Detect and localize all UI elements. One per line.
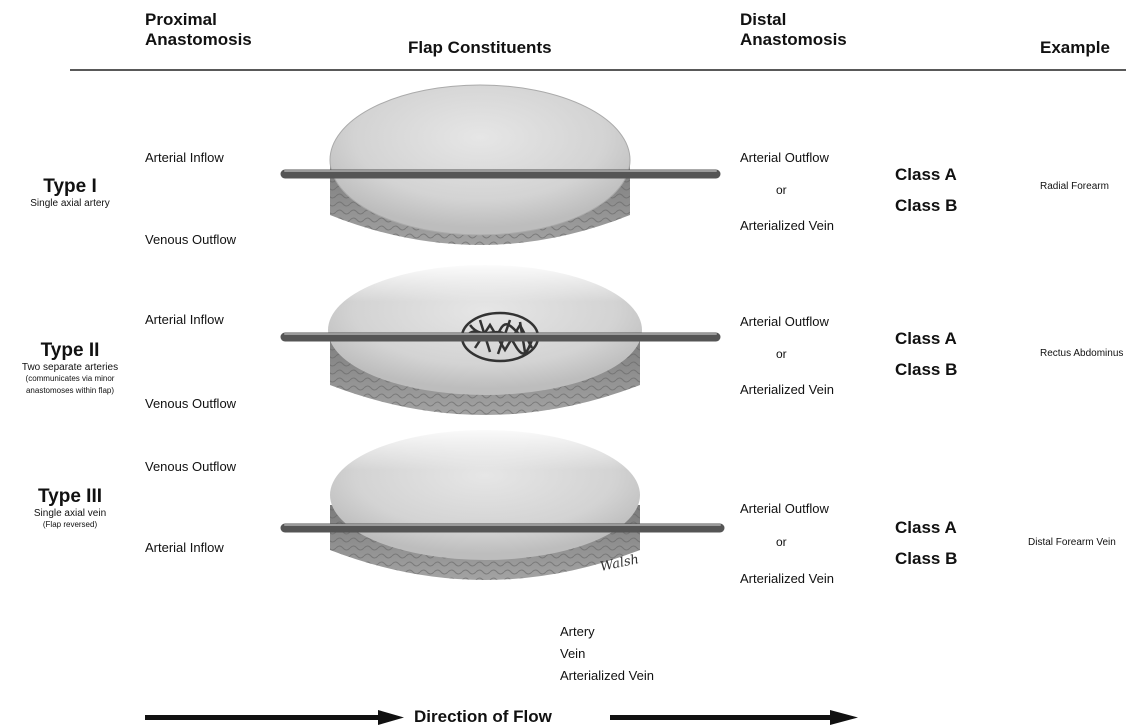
type-3-class-b: Class B — [895, 549, 957, 569]
type-2-example: Rectus Abdominus — [1040, 348, 1123, 359]
header-example: Example — [1040, 38, 1110, 58]
vessels — [148, 171, 852, 676]
type-2-distal-top: Arterial Outflow — [740, 314, 829, 329]
type-subtitle-note-2: anastomoses within flap) — [0, 385, 140, 397]
flap-type-3 — [320, 425, 660, 580]
type-2-label: Type II Two separate arteries (communica… — [0, 340, 140, 397]
type-subtitle: Single axial vein — [0, 508, 140, 519]
type-1-top-left-label: Arterial Inflow — [145, 150, 224, 165]
type-subtitle-note-1: (Flap reversed) — [0, 519, 140, 531]
type-2-class-b: Class B — [895, 360, 957, 380]
type-3-bottom-left-label: Arterial Inflow — [145, 540, 224, 555]
type-1-bottom-left-label: Venous Outflow — [145, 232, 236, 247]
type-3-distal-bottom: Arterialized Vein — [740, 571, 834, 586]
type-3-top-left-label: Venous Outflow — [145, 459, 236, 474]
header-distal: Distal Anastomosis — [740, 10, 847, 50]
type-2-class-a: Class A — [895, 329, 957, 349]
type-1-distal-top: Arterial Outflow — [740, 150, 829, 165]
header-flap-constituents: Flap Constituents — [408, 38, 552, 58]
type-3-label: Type III Single axial vein (Flap reverse… — [0, 486, 140, 531]
type-title: Type I — [0, 176, 140, 198]
type-subtitle: Two separate arteries — [0, 362, 140, 373]
type-1-label: Type I Single axial artery — [0, 176, 140, 209]
type-1-class-b: Class B — [895, 196, 957, 216]
type-3-example: Distal Forearm Vein — [1028, 537, 1116, 548]
type-2-bottom-left-label: Venous Outflow — [145, 396, 236, 411]
type-3-distal-top: Arterial Outflow — [740, 501, 829, 516]
header-proximal: Proximal Anastomosis — [145, 10, 252, 50]
direction-of-flow-label: Direction of Flow — [414, 707, 552, 727]
type-1-example: Radial Forearm — [1040, 181, 1109, 192]
type-title: Type III — [0, 486, 140, 508]
type-1-distal-or: or — [776, 183, 787, 197]
type-1-distal-bottom: Arterialized Vein — [740, 218, 834, 233]
type-2-distal-or: or — [776, 347, 787, 361]
type-subtitle-note-1: (communicates via minor — [0, 373, 140, 385]
type-2-top-left-label: Arterial Inflow — [145, 312, 224, 327]
type-3-distal-or: or — [776, 535, 787, 549]
type-1-class-a: Class A — [895, 165, 957, 185]
legend-arterialized-vein-label: Arterialized Vein — [560, 668, 654, 683]
legend-vein-label: Vein — [560, 646, 585, 661]
legend-artery-label: Artery — [560, 624, 595, 639]
type-2-distal-bottom: Arterialized Vein — [740, 382, 834, 397]
type-subtitle: Single axial artery — [0, 198, 140, 209]
type-3-class-a: Class A — [895, 518, 957, 538]
type-title: Type II — [0, 340, 140, 362]
